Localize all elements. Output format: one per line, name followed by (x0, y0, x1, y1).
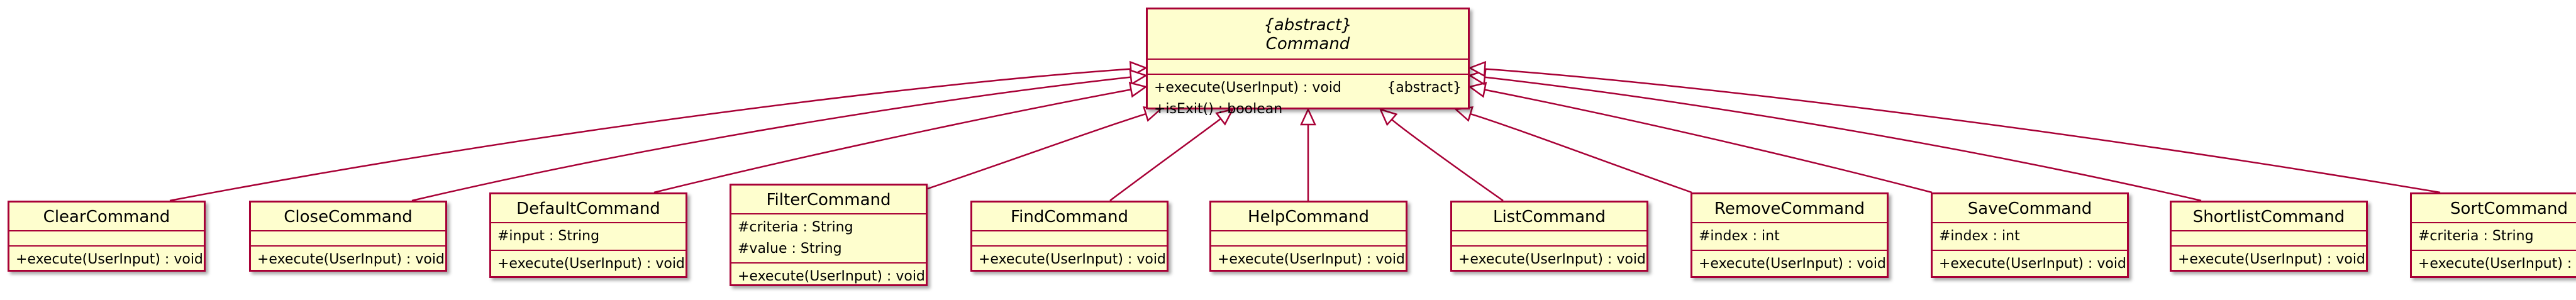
methods-compartment: +execute(UserInput) : void (731, 262, 926, 290)
methods-compartment: +execute(UserInput) : void (2412, 250, 2576, 277)
method-row: +execute(UserInput) : void (738, 269, 925, 284)
methods-compartment: +execute(UserInput) : void (972, 245, 1167, 273)
inheritance-edge-list (1391, 118, 1504, 202)
method-row: +execute(UserInput) : void (1218, 252, 1405, 267)
method-modifier: {abstract} (1387, 80, 1462, 96)
method-row: +execute(UserInput) : void (1939, 256, 2126, 272)
class-name: ClearCommand (43, 208, 170, 226)
inheritance-edge-shortlist (1484, 76, 2202, 202)
fields-compartment (251, 230, 445, 245)
class-name: DefaultCommand (516, 199, 660, 218)
methods-compartment: +execute(UserInput) : void (1692, 250, 1887, 277)
field-row: #criteria : String (738, 219, 853, 235)
method-signature: +isExit() : boolean (1154, 101, 1283, 117)
inheritance-edge-default (653, 89, 1131, 194)
fields-compartment: #index : int (1933, 222, 2127, 250)
fields-compartment (972, 230, 1167, 245)
class-name: ShortlistCommand (2192, 208, 2345, 226)
fields-compartment: #criteria : String #value : String (731, 213, 926, 262)
method-row: +isExit() : boolean (1148, 99, 1468, 120)
fields-compartment: #criteria : String (2412, 222, 2576, 250)
method-signature: +execute(UserInput) : void (1154, 80, 1341, 96)
filter-command-class: FilterCommand #criteria : String #value … (730, 184, 928, 286)
method-row: +execute(UserInput) : void (1699, 256, 1886, 272)
inheritance-edge-save (1484, 89, 1933, 194)
method-row: +execute(UserInput) : void (2418, 256, 2576, 272)
class-name: SaveCommand (1967, 199, 2092, 218)
class-name: SortCommand (2450, 199, 2568, 218)
method-row: +execute(UserInput) : void {abstract} (1148, 77, 1468, 99)
methods-compartment: +execute(UserInput) : void (2172, 245, 2366, 273)
methods-compartment: +execute(UserInput) : void {abstract} +i… (1148, 74, 1468, 123)
method-row: +execute(UserInput) : void (1458, 252, 1646, 267)
fields-compartment: #input : String (491, 222, 686, 250)
field-row: #value : String (738, 241, 842, 257)
close-command-class: CloseCommand +execute(UserInput) : void (249, 201, 447, 272)
inheritance-edge-close (411, 76, 1131, 202)
inheritance-edge-find (1109, 118, 1221, 201)
default-command-class: DefaultCommand #input : String +execute(… (489, 192, 687, 278)
inheritance-arrowhead-icon (1128, 81, 1148, 98)
inheritance-edge-filter (927, 113, 1146, 190)
class-name: RemoveCommand (1714, 199, 1865, 218)
fields-compartment (2172, 230, 2366, 245)
methods-compartment: +execute(UserInput) : void (251, 245, 445, 273)
inheritance-arrowhead-icon (1468, 82, 1487, 98)
method-row: +execute(UserInput) : void (16, 252, 203, 267)
method-row: +execute(UserInput) : void (497, 256, 685, 272)
fields-compartment (1148, 58, 1468, 74)
inheritance-arrowhead-icon (1215, 108, 1235, 126)
methods-compartment: +execute(UserInput) : void (1211, 245, 1406, 273)
fields-compartment (1211, 230, 1406, 245)
inheritance-arrowhead-icon (1129, 69, 1148, 86)
class-name: CloseCommand (284, 208, 413, 226)
class-name: HelpCommand (1248, 208, 1369, 226)
inheritance-arrowhead-icon (1300, 107, 1316, 126)
class-header: {abstract} Command (1148, 9, 1468, 58)
inheritance-edge-clear (169, 68, 1131, 202)
stereotype-label: {abstract} (1263, 16, 1352, 35)
method-row: +execute(UserInput) : void (979, 252, 1166, 267)
save-command-class: SaveCommand #index : int +execute(UserIn… (1931, 192, 2129, 278)
shortlist-command-class: ShortlistCommand +execute(UserInput) : v… (2170, 201, 2368, 272)
method-row: +execute(UserInput) : void (2178, 252, 2365, 267)
inheritance-edge-sort (1484, 68, 2441, 194)
class-name: FilterCommand (766, 191, 891, 209)
methods-compartment: +execute(UserInput) : void (9, 245, 204, 273)
find-command-class: FindCommand +execute(UserInput) : void (970, 201, 1169, 272)
method-row: +execute(UserInput) : void (257, 252, 445, 267)
list-command-class: ListCommand +execute(UserInput) : void (1450, 201, 1648, 272)
field-row: #index : int (1939, 228, 2020, 244)
field-row: #criteria : String (2418, 228, 2534, 244)
methods-compartment: +execute(UserInput) : void (491, 250, 686, 277)
field-row: #input : String (497, 228, 600, 244)
remove-command-class: RemoveCommand #index : int +execute(User… (1690, 192, 1889, 278)
class-name: ListCommand (1492, 208, 1606, 226)
inheritance-arrowhead-icon (1468, 60, 1487, 77)
sort-command-class: SortCommand #criteria : String +execute(… (2410, 192, 2576, 278)
fields-compartment (1452, 230, 1646, 245)
fields-compartment (9, 230, 204, 245)
inheritance-edge-remove (1470, 113, 1692, 194)
methods-compartment: +execute(UserInput) : void (1452, 245, 1646, 273)
class-name: FindCommand (1011, 208, 1128, 226)
help-command-class: HelpCommand +execute(UserInput) : void (1209, 201, 1407, 272)
field-row: #index : int (1699, 228, 1780, 244)
command-abstract-class: {abstract} Command +execute(UserInput) :… (1146, 8, 1470, 117)
clear-command-class: ClearCommand +execute(UserInput) : void (8, 201, 206, 272)
inheritance-arrowhead-icon (1379, 108, 1398, 126)
fields-compartment: #index : int (1692, 222, 1887, 250)
class-name: Command (1265, 35, 1350, 53)
methods-compartment: +execute(UserInput) : void (1933, 250, 2127, 277)
